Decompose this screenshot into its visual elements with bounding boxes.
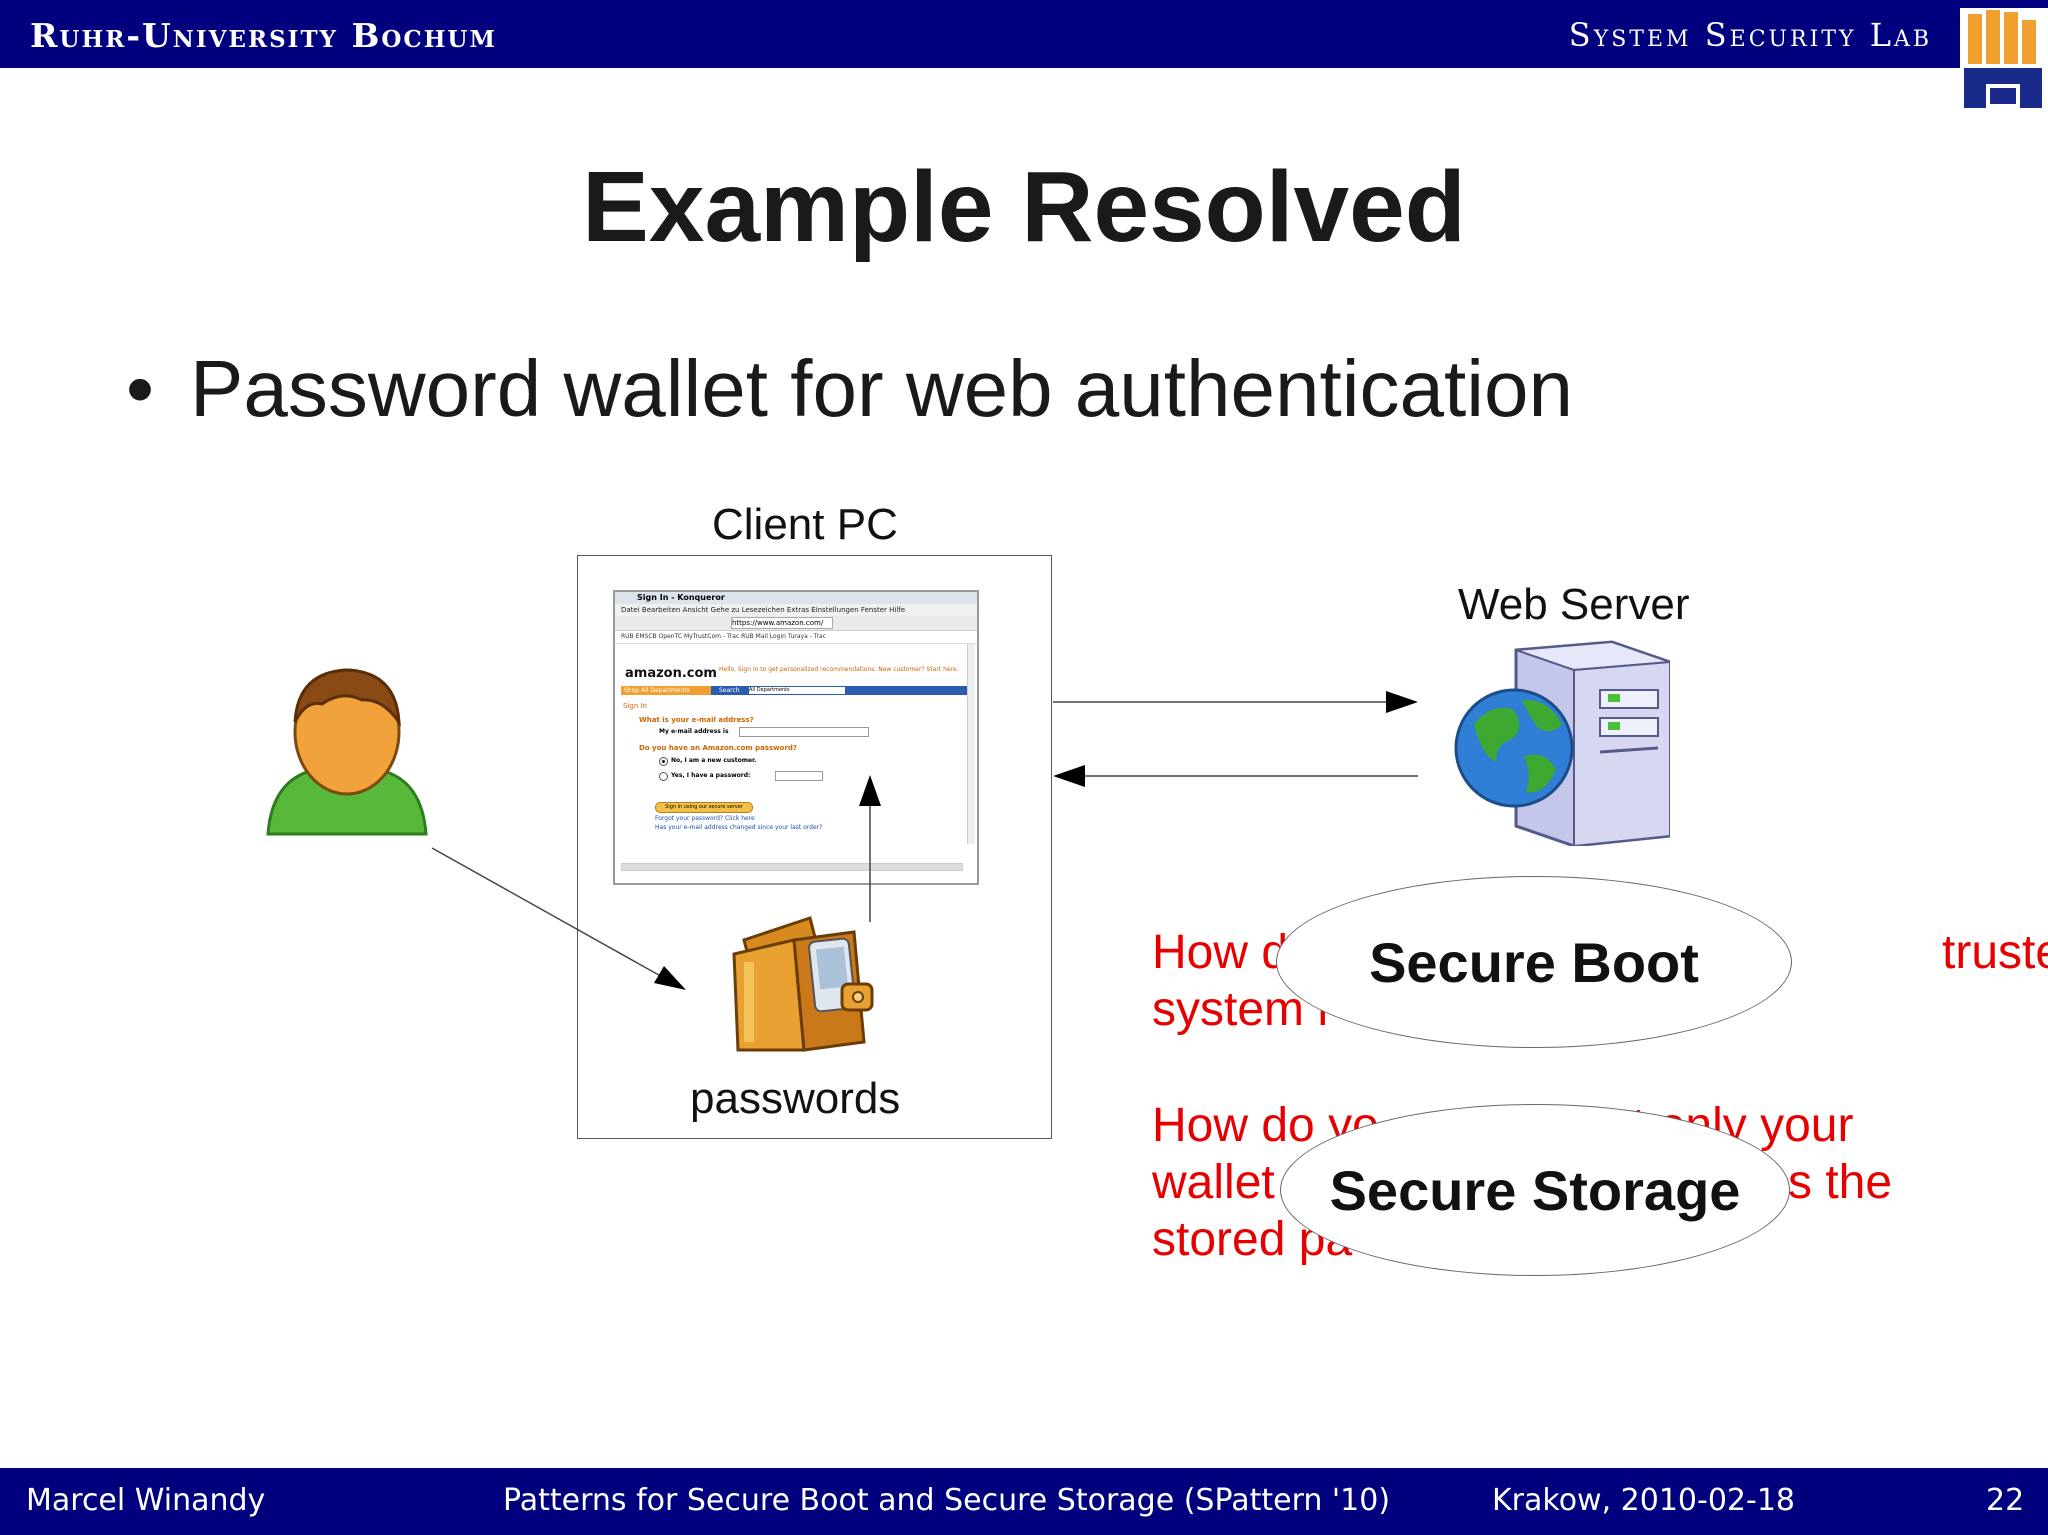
email-label: My e-mail address is <box>659 728 729 735</box>
new-customer-label: No, I am a new customer. <box>671 757 757 764</box>
university-name: Ruhr-University Bochum <box>30 16 497 55</box>
question-2-line-2: wallet s the <box>1152 1154 1892 1211</box>
password-question: Do you have an Amazon.com password? <box>639 744 797 752</box>
passwords-label: passwords <box>690 1074 901 1123</box>
lab-name: System Security Lab <box>1568 16 1932 54</box>
footer-author: Marcel Winandy <box>26 1483 266 1518</box>
amazon-hello-text: Hello. Sign in to get personalized recom… <box>719 666 959 673</box>
web-server-icon <box>1454 640 1670 846</box>
web-server-label: Web Server <box>1458 580 1690 629</box>
signin-heading: Sign In <box>623 702 647 710</box>
email-input <box>739 727 869 737</box>
browser-titlebar: Sign In - Konqueror <box>615 592 977 604</box>
university-logo-icon <box>1960 8 2048 114</box>
browser-toolbar: https://www.amazon.com/ <box>615 616 977 631</box>
browser-vscroll <box>967 644 975 844</box>
user-icon <box>266 668 428 836</box>
have-password-label: Yes, I have a password: <box>671 772 751 779</box>
amazon-logo: amazon.com <box>625 666 717 681</box>
browser-screenshot: Sign In - Konqueror Datei Bearbeiten Ans… <box>613 590 979 885</box>
forgot-link: Forgot your password? Click here <box>655 815 755 822</box>
browser-bookmarks: RUB EMSCB OpenTC MyTrustCom - Trac RUB M… <box>615 631 977 644</box>
client-pc-box <box>577 555 1052 1139</box>
question-1-line-1-end: trusted <box>1942 926 2048 979</box>
question-1-line-1-start: How d <box>1152 926 1289 979</box>
footer-place-date: Krakow, 2010-02-18 <box>1492 1483 1796 1518</box>
arrow-user-to-wallet <box>431 847 683 989</box>
slide-title: Example Resolved <box>582 151 1466 263</box>
footer-bar: Marcel Winandy Patterns for Secure Boot … <box>0 1468 2048 1535</box>
bullet-text: Password wallet for web authentication <box>190 344 1573 433</box>
wallet-icon <box>732 916 874 1052</box>
email-question: What is your e-mail address? <box>639 716 754 724</box>
arrow-server-to-client-head <box>1053 765 1085 787</box>
arrow-user-to-wallet-head <box>654 966 686 990</box>
amazon-dept-select: All Departments <box>749 687 845 694</box>
changed-link: Has your e-mail address changed since yo… <box>655 824 823 831</box>
amazon-search-label: Search <box>719 687 740 694</box>
header-bar <box>0 0 2048 68</box>
question-2-line-2-end: s the <box>1788 1156 1893 1209</box>
question-1-line-1: How d trusted <box>1152 924 2048 981</box>
browser-address-bar: https://www.amazon.com/ <box>731 617 833 629</box>
browser-menubar: Datei Bearbeiten Ansicht Gehe zu Lesezei… <box>615 604 977 616</box>
browser-content: amazon.com Hello. Sign in to get persona… <box>615 644 977 854</box>
amazon-nav-bar: Shop All Departments Search All Departme… <box>621 686 967 695</box>
password-input <box>775 771 823 781</box>
bullet-item: • Password wallet for web authentication <box>126 343 1573 435</box>
secure-storage-ellipse: Secure Storage <box>1280 1104 1790 1276</box>
browser-hscroll <box>621 863 963 871</box>
radio-have-password <box>659 772 668 781</box>
client-pc-label: Client PC <box>712 500 898 549</box>
secure-boot-ellipse: Secure Boot <box>1276 876 1792 1048</box>
amazon-shop-tab: Shop All Departments <box>621 686 711 695</box>
radio-new-customer <box>659 757 668 766</box>
arrow-wallet-to-browser-head <box>859 775 881 806</box>
question-2-line-2-start: wallet <box>1152 1156 1275 1209</box>
footer-page-number: 22 <box>1986 1483 2025 1518</box>
footer-talk-title: Patterns for Secure Boot and Secure Stor… <box>503 1483 1391 1518</box>
bullet-dot: • <box>126 344 155 433</box>
arrow-client-to-server-head <box>1386 691 1418 713</box>
amazon-signin-button: Sign in using our secure server <box>655 802 753 813</box>
